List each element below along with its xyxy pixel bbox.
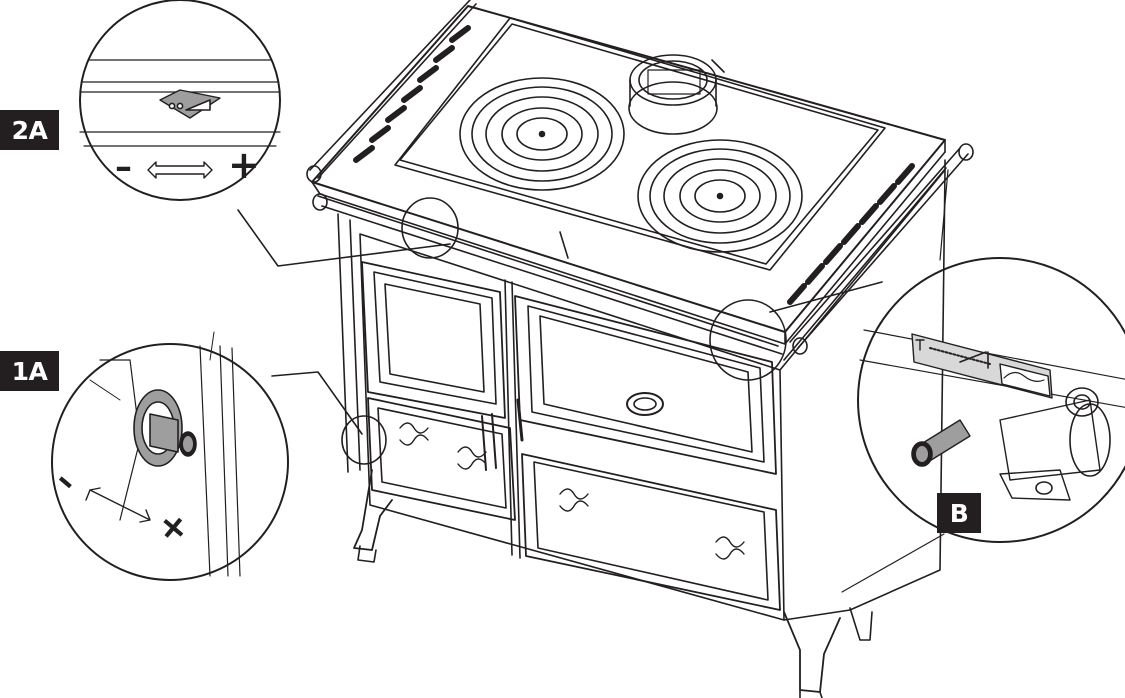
flue-collar-icon xyxy=(628,54,718,135)
stove-icon xyxy=(306,0,974,698)
detail-b-badge: B xyxy=(937,493,981,533)
left-burner-icon xyxy=(459,77,625,191)
right-burner-icon xyxy=(637,139,803,253)
double-arrow-icon xyxy=(147,161,213,179)
air-regulation-knob-icon xyxy=(133,389,197,467)
detail-2a-callout xyxy=(79,0,459,267)
detail-2a-minus-sign: – xyxy=(115,147,132,187)
detail-1a-callout xyxy=(51,331,387,581)
detail-1a-badge: 1A xyxy=(0,351,59,391)
oven-thermostat-lever-icon xyxy=(911,333,1053,467)
detail-2a-plus-sign: + xyxy=(228,143,260,187)
detail-2a-badge: 2A xyxy=(0,110,59,150)
detail-b-callout xyxy=(709,169,1125,593)
